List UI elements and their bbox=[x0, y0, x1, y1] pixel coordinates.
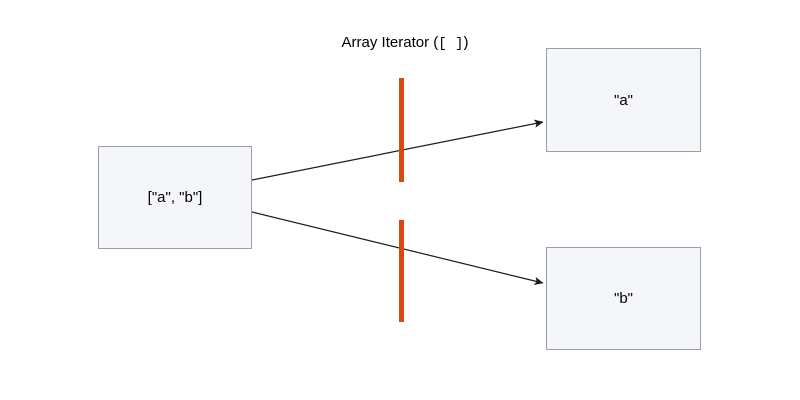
iterator-bar-top bbox=[399, 78, 404, 182]
node-source-array: ["a", "b"] bbox=[98, 146, 252, 249]
iterator-bar-bottom bbox=[399, 220, 404, 322]
edge-source-to-item-a bbox=[251, 119, 544, 181]
node-source-array-label: ["a", "b"] bbox=[147, 189, 203, 206]
node-item-a: "a" bbox=[546, 48, 701, 152]
node-item-a-label: "a" bbox=[614, 91, 633, 109]
diagram-title-code: [ ] bbox=[438, 36, 464, 52]
edge-source-to-item-b bbox=[251, 211, 544, 285]
diagram-title-suffix: ) bbox=[463, 34, 469, 51]
node-item-b-label: "b" bbox=[614, 290, 633, 307]
node-item-b: "b" bbox=[546, 247, 701, 350]
diagram-title: Array Iterator ([ ]) bbox=[255, 34, 555, 52]
diagram-title-prefix: Array Iterator ( bbox=[341, 34, 439, 51]
